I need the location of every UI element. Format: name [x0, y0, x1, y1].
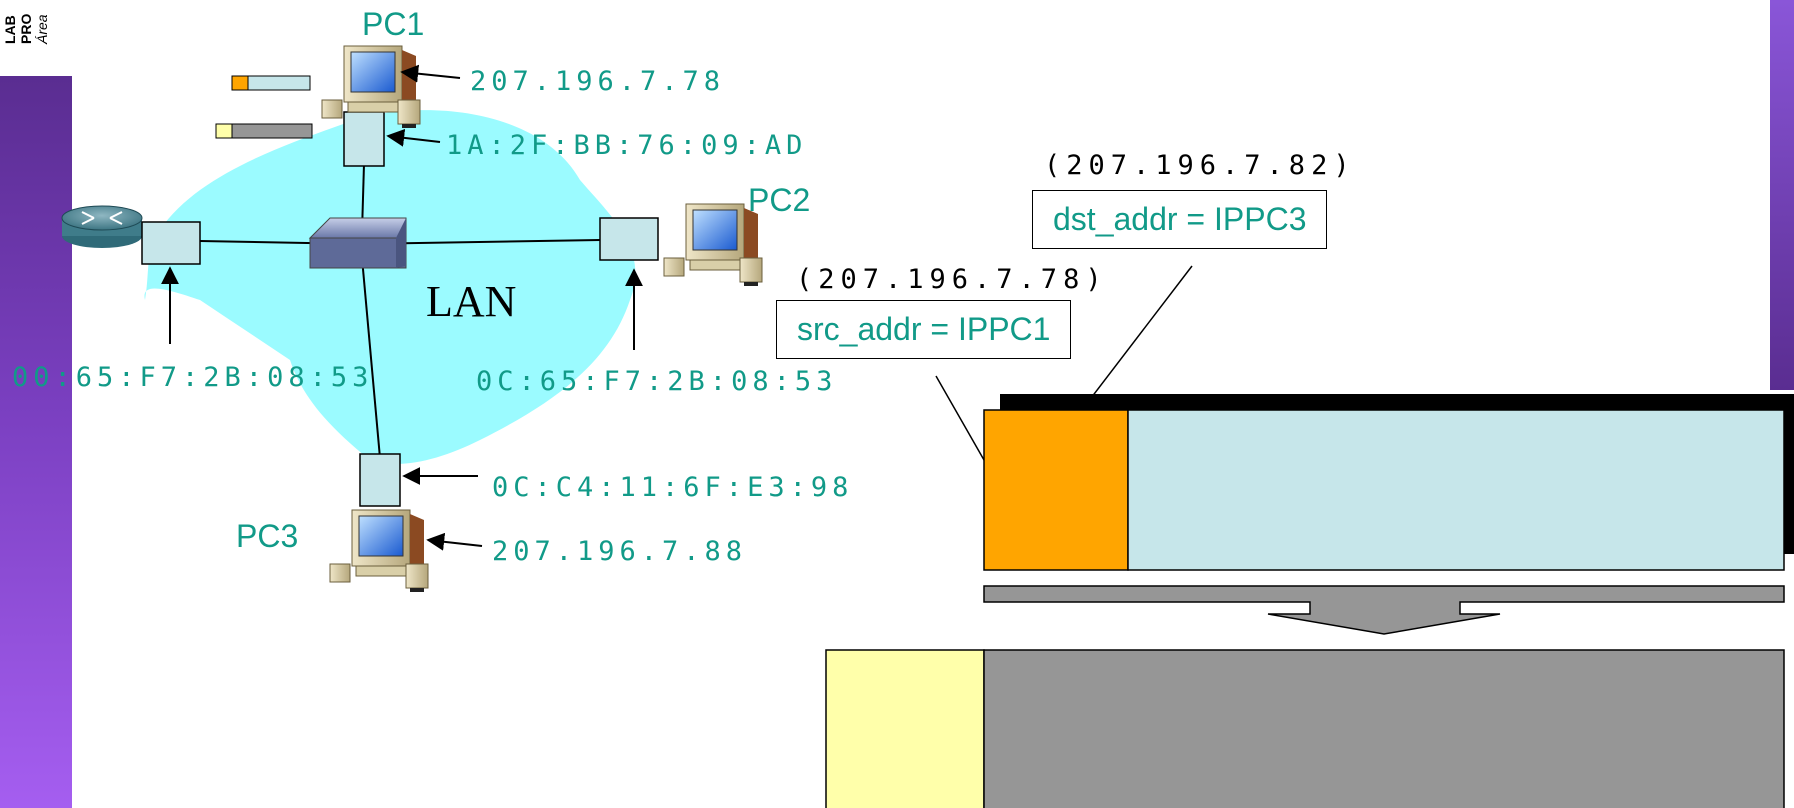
- src-ip-caption: (207.196.7.78): [796, 264, 1108, 295]
- switch-icon: [308, 217, 407, 269]
- pc3-label: PC3: [236, 518, 299, 554]
- pc3-icon: [329, 509, 429, 593]
- right-decor-band: [1770, 0, 1794, 390]
- lan-label: LAN: [426, 277, 517, 326]
- pc1-mac-address: 1A:2F:BB:76:09:AD: [446, 130, 808, 161]
- encapsulation-arrow: [983, 585, 1785, 635]
- pc2-interface: [599, 217, 659, 261]
- ip-packet: [983, 394, 1794, 571]
- dst-ip-caption: (207.196.7.82): [1044, 150, 1356, 181]
- pc1-ip-address: 207.196.7.78: [470, 66, 726, 97]
- router-interface: [141, 221, 201, 265]
- pc3-interface: [359, 453, 401, 507]
- pc2-label: PC2: [748, 182, 811, 218]
- frame-header-block: [825, 649, 985, 808]
- pc2-mac-address: 0C:65:F7:2B:08:53: [476, 366, 838, 397]
- src-addr-box: src_addr = IPPC1: [776, 300, 1072, 359]
- mini-ip-packet-icon: [231, 75, 311, 91]
- router-label: R5: [92, 246, 114, 266]
- lan-cloud: [144, 110, 636, 464]
- dst-addr-box: dst_addr = IPPC3: [1032, 190, 1328, 249]
- pc3-ip-address: 207.196.7.88: [492, 536, 748, 567]
- left-decor-band: [0, 76, 72, 808]
- ethernet-frame: [825, 649, 1785, 808]
- frame-payload-block: [983, 649, 1785, 808]
- pc3-mac-address: 0C:C4:11:6F:E3:98: [492, 472, 854, 503]
- router-mac-address: 00:65:F7:2B:08:53: [12, 362, 374, 393]
- pc1-interface: [343, 111, 385, 167]
- pc1-label: PC1: [362, 6, 425, 42]
- ip-header-block: [983, 409, 1129, 571]
- mini-frame-icon: [215, 123, 313, 139]
- router-icon: [61, 205, 143, 248]
- ip-payload-block: [1127, 409, 1785, 571]
